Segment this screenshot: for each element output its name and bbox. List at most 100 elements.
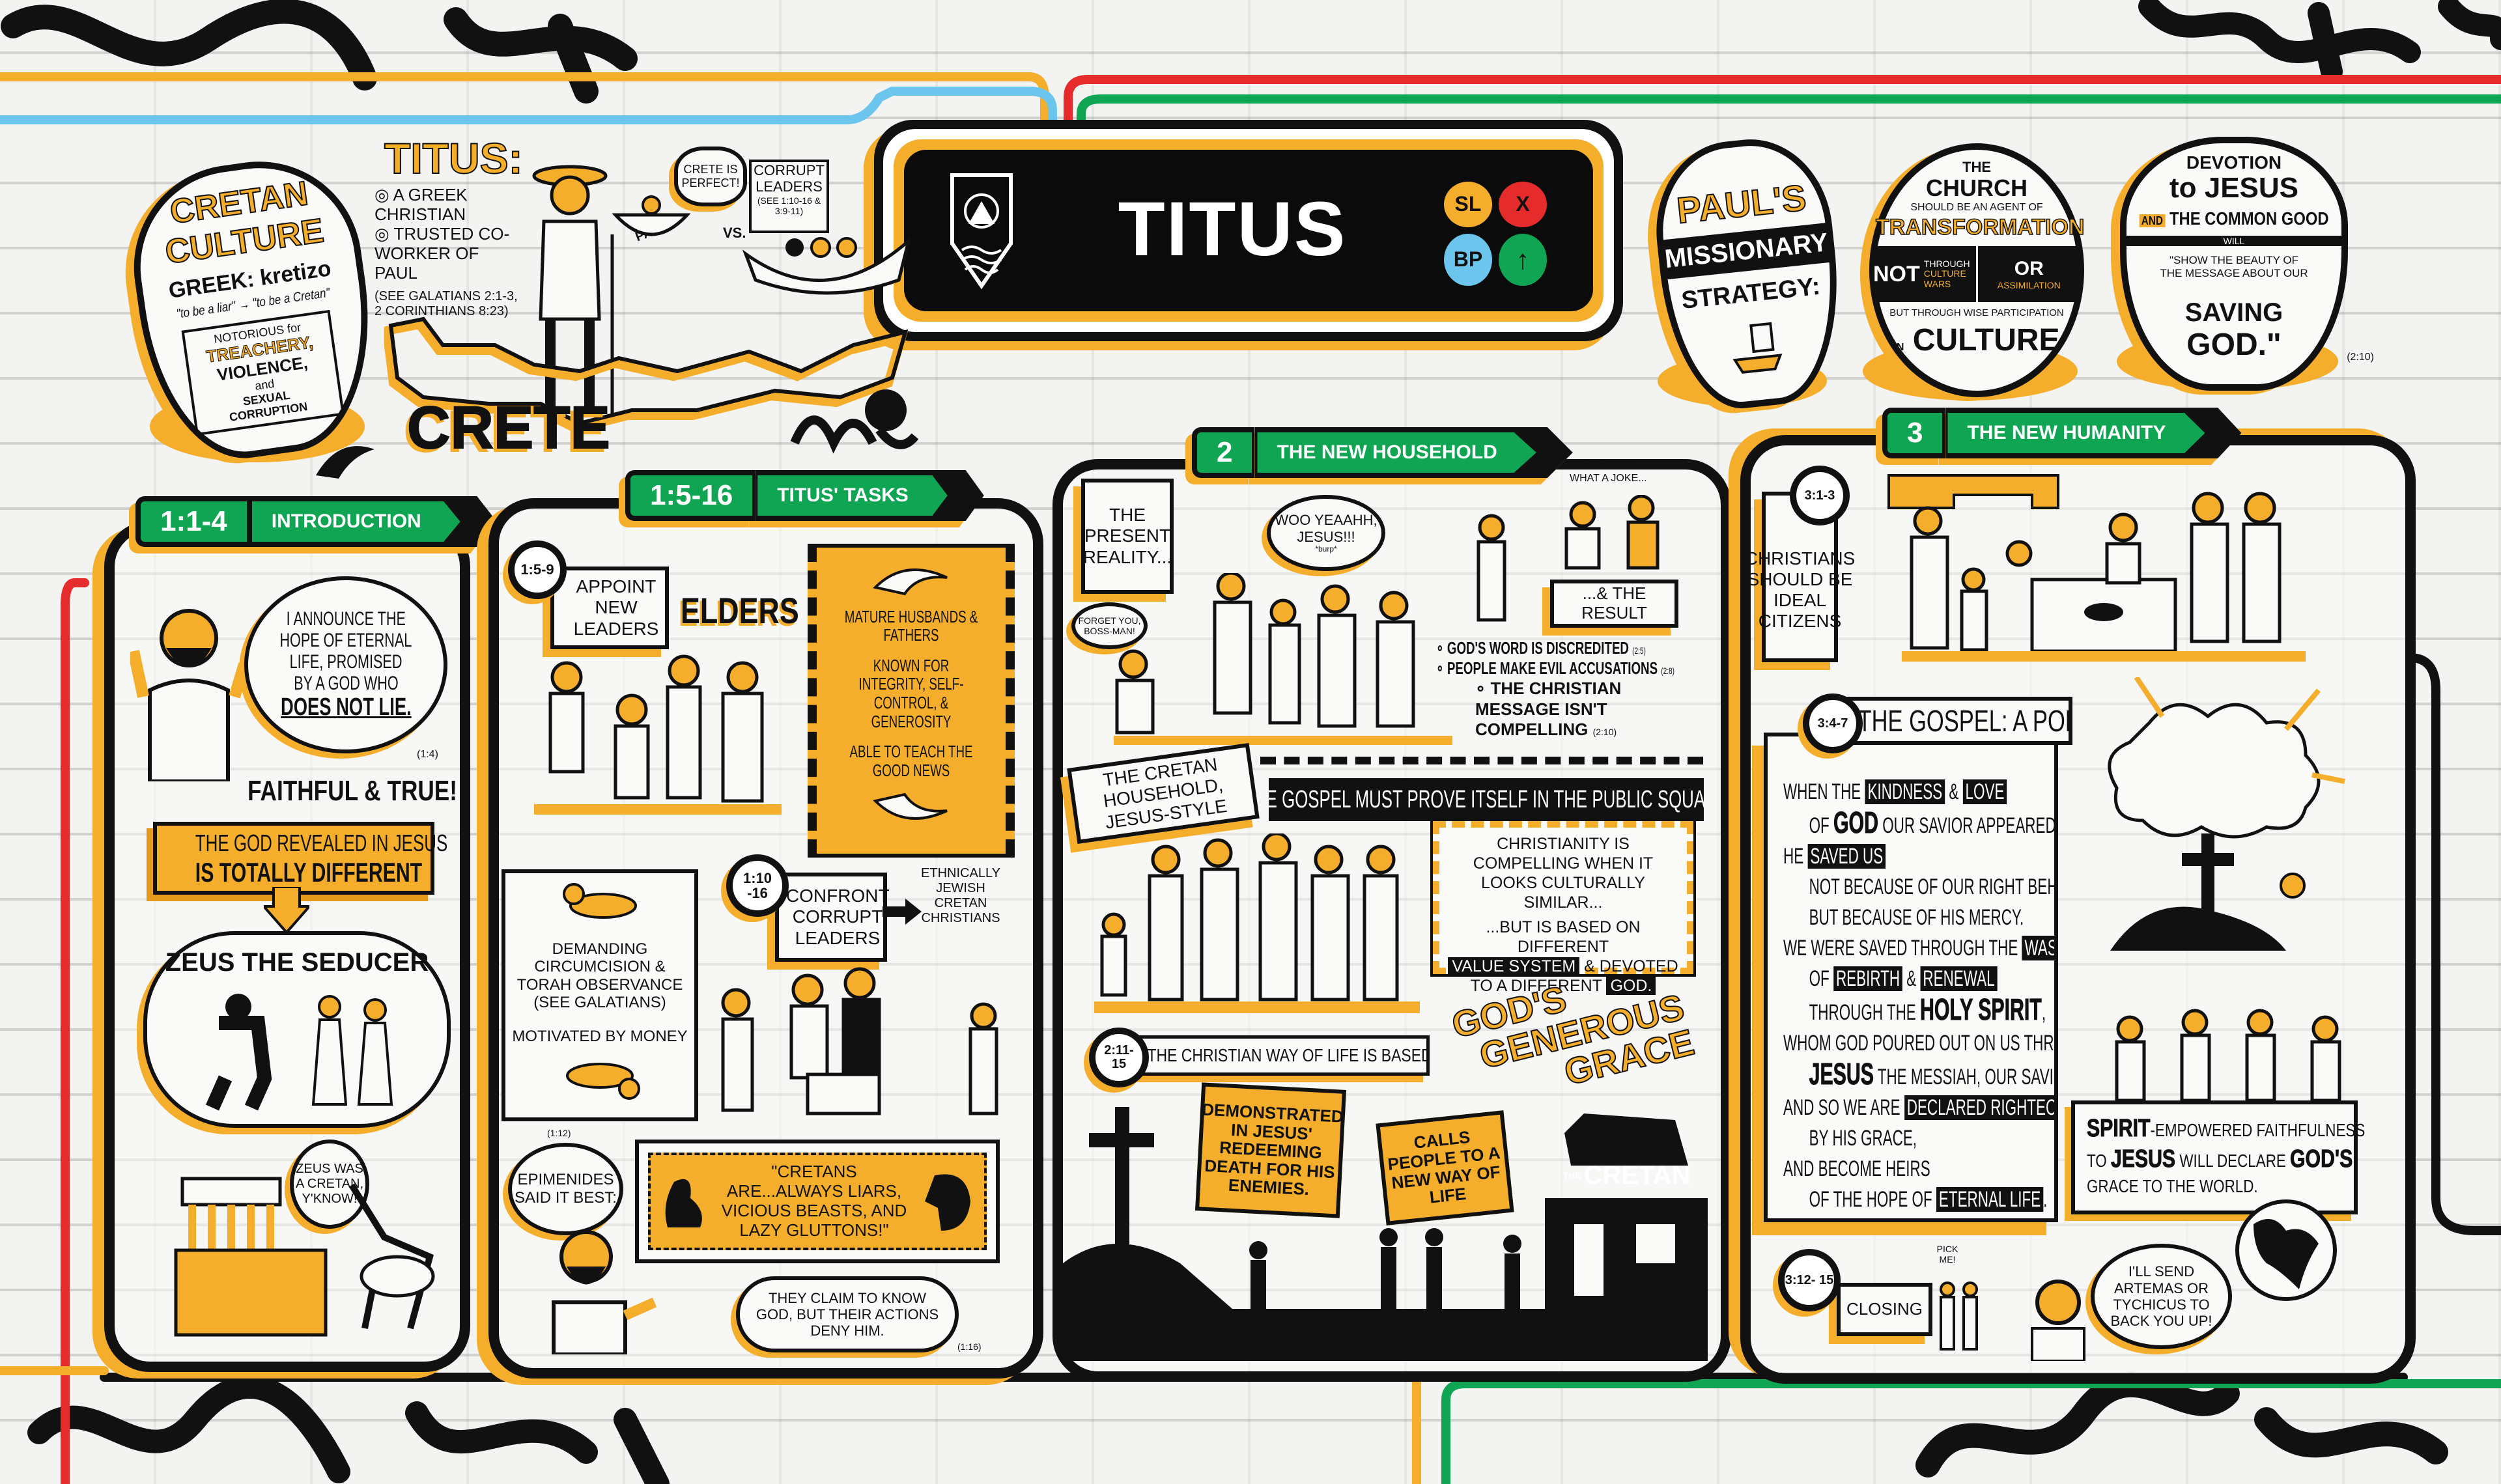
strategy-line-3: STRATEGY: [1680,272,1822,315]
poem-text: WE WERE SAVED THROUGH THE [1783,936,2022,960]
poem-text: HE [1783,844,1808,869]
dolphin-icon [873,568,948,596]
consequence-item: ∘ GOD'S WORD IS DISCREDITED (2:5) [1436,638,1646,658]
zeus-the-seducer: ZEUS THE SEDUCER [165,948,429,977]
resurrection-scene-illustration [2108,677,2345,1100]
tab-new-humanity[interactable]: 3 THE NEW HUMANITY [1882,408,2242,458]
crete-is-perfect-thought: CRETE IS PERFECT! [674,147,747,206]
appoint-leaders-box: APPOINT NEW LEADERS [550,567,669,649]
spirit-gods: GOD'S [2290,1145,2353,1173]
forget-you-bubble: FORGET YOU, BOSS-MAN! [1071,602,1148,649]
faithful-and-true: FAITHFUL & TRUE! [247,775,457,807]
spirit-line-1: SPIRIT-EMPOWERED FAITHFULNESS [2087,1113,2366,1144]
ref-circle-2-11-15: 2:11- 15 [1089,1028,1149,1087]
poem-highlight: REBIRTH [1833,966,1903,991]
poem-line: BUT BECAUSE OF HIS MERCY. [1783,903,2054,933]
ship-illustration [742,236,912,295]
compelling-line-2: ...BUT IS BASED ON DIFFERENT [1486,918,1641,956]
line-green-bottom [1441,1379,2501,1484]
poem-line: AND BECOME HEIRS [1783,1154,2054,1184]
poem-text: NOT BECAUSE OF OUR RIGHT BEHAVIOR, [1809,875,2058,899]
closing-box: CLOSING [1837,1283,1932,1336]
book-title: TITUS [1118,186,1347,272]
tab-label: THE NEW HOUSEHOLD [1257,432,1536,473]
poem-text: THE MESSIAH, OUR SAVIOR. [1877,1065,2054,1089]
different-line-2: IS TOTALLY DIFFERENT [195,857,423,888]
closing-text: CLOSING [1846,1299,1923,1319]
claim-ref: (1:16) [957,1341,982,1352]
compelling-box: CHRISTIANITY IS COMPELLING WHEN IT LOOKS… [1430,819,1696,995]
value-system: VALUE SYSTEM [1448,957,1580,975]
poem-emphasis: HOLY SPIRIT [1919,992,2042,1026]
paul-pointing-illustration [552,1230,657,1354]
public-square-banner: THE GOSPEL MUST PROVE ITSELF IN THE PUBL… [1269,778,1704,821]
church-culture-wars: CULTURE WARS [1923,268,1966,289]
arrow-right-icon [883,899,922,925]
epimenides-text: EPIMENIDES SAID IT BEST: [515,1171,617,1207]
poem-highlight: RENEWAL [1920,966,1998,991]
totally-different-box: THE GOD REVEALED IN JESUS IS TOTALLY DIF… [153,822,448,895]
jesus-style-household-illustration [1094,833,1420,1013]
monkey-icon [563,883,637,919]
poem-text: THROUGH THE [1809,1000,1920,1025]
the-result-text: ...& THE RESULT [1581,583,1647,623]
send-artemas-bubble: I'LL SEND ARTEMAS OR TYCHICUS TO BACK YO… [2091,1244,2232,1349]
market-scene-illustration [1887,474,2306,662]
titus-heading: TITUS: [384,133,524,183]
poem-title-box: THE GOSPEL: A POEM [1843,697,2072,745]
line-blue [0,87,1057,128]
poem-highlight: KINDNESS [1865,779,1945,804]
way-of-life-text: THE CHRISTIAN WAY OF LIFE IS BASED ON [1147,1044,1430,1065]
tab-new-household[interactable]: 2 THE NEW HOUSEHOLD [1192,427,1573,478]
zeus-cretan-bubble: ZEUS WAS A CRETAN, Y'KNOW! [290,1140,369,1229]
badge-arrow-up-icon[interactable]: ↑ [1499,233,1547,286]
zeus-cretan-text: ZEUS WAS A CRETAN, Y'KNOW! [295,1162,364,1206]
demanding-text: DEMANDING CIRCUMCISION & TORAH OBSERVANC… [516,940,683,994]
devotion-saving: SAVING [2184,298,2283,327]
christians-joke-text: CHRISTIANS! WHAT A JOKE... [1570,461,1647,484]
poem-text: BUT BECAUSE OF HIS MERCY. [1809,905,2024,930]
different-line-1: THE GOD REVEALED IN JESUS [195,830,448,856]
church-or: OR [2014,258,2044,279]
poem-text: BY HIS GRACE, [1809,1126,1917,1151]
poem-highlight: WASHING [2022,936,2054,960]
poem-line: AND SO WE ARE DECLARED RIGHTEOUS [1783,1093,2054,1123]
speech-ref: (1:4) [417,749,438,760]
poem-highlight: DECLARED RIGHTEOUS [1904,1095,2054,1120]
poem-emphasis: GOD [1833,805,1879,839]
poem-text: WHEN THE [1783,779,1865,804]
tab-ref: 3 [1882,408,1945,458]
epimenides-bubble: EPIMENIDES SAID IT BEST: [508,1143,623,1235]
badge-sl[interactable]: SL [1444,182,1492,227]
church-through: THROUGH [1923,258,1970,269]
church-the: THE [1962,159,1991,175]
badge-bp[interactable]: BP [1444,233,1492,286]
spirit-faithfulness-box: SPIRIT-EMPOWERED FAITHFULNESS TO JESUS W… [2071,1100,2366,1214]
onlookers-illustration [1477,495,1660,622]
paul-figure-illustration [130,609,247,781]
church-transformation-vase: THE CHURCH SHOULD BE AN AGENT OF TRANSFO… [1869,143,2085,397]
church-transformation: TRANSFORMATION [1875,214,2085,240]
present-reality-text: THE PRESENT REALITY... [1082,505,1172,567]
badge-x[interactable]: X [1499,182,1547,227]
paul-speech-bubble: I ANNOUNCE THE HOPE OF ETERNAL LIFE, PRO… [244,576,447,753]
present-reality-box: THE PRESENT REALITY... [1081,479,1174,594]
poem-text: OF THE HOPE OF [1809,1187,1936,1212]
ethnic-label: ETHNICALLY JEWISH CRETAN CHRISTIANS [921,866,1000,925]
woo-text: WOO YEAAHH, JESUS!!! [1275,512,1378,545]
rowboat-illustration [612,195,690,236]
poem-line: HE SAVED US [1783,841,2054,872]
poem-text: OF [1809,813,1834,838]
church-should: SHOULD BE AN AGENT OF [1910,202,2043,213]
tab-titus-tasks[interactable]: 1:5-16 TITUS' TASKS [625,470,984,521]
devotion-to-jesus: to JESUS [2169,172,2299,204]
church-not: NOT [1873,261,1920,287]
tab-label: TITUS' TASKS [757,475,948,516]
poem-line: JESUS THE MESSIAH, OUR SAVIOR. [1783,1058,2054,1093]
spirit-will-declare: WILL DECLARE [2179,1151,2286,1171]
ideal-citizens-text: CHRISTIANS SHOULD BE IDEAL CITIZENS [1744,548,1856,632]
tab-introduction[interactable]: 1:1-4 INTRODUCTION [135,496,497,547]
line-black-right [2405,653,2501,1235]
poem-text: & [1902,966,1921,991]
